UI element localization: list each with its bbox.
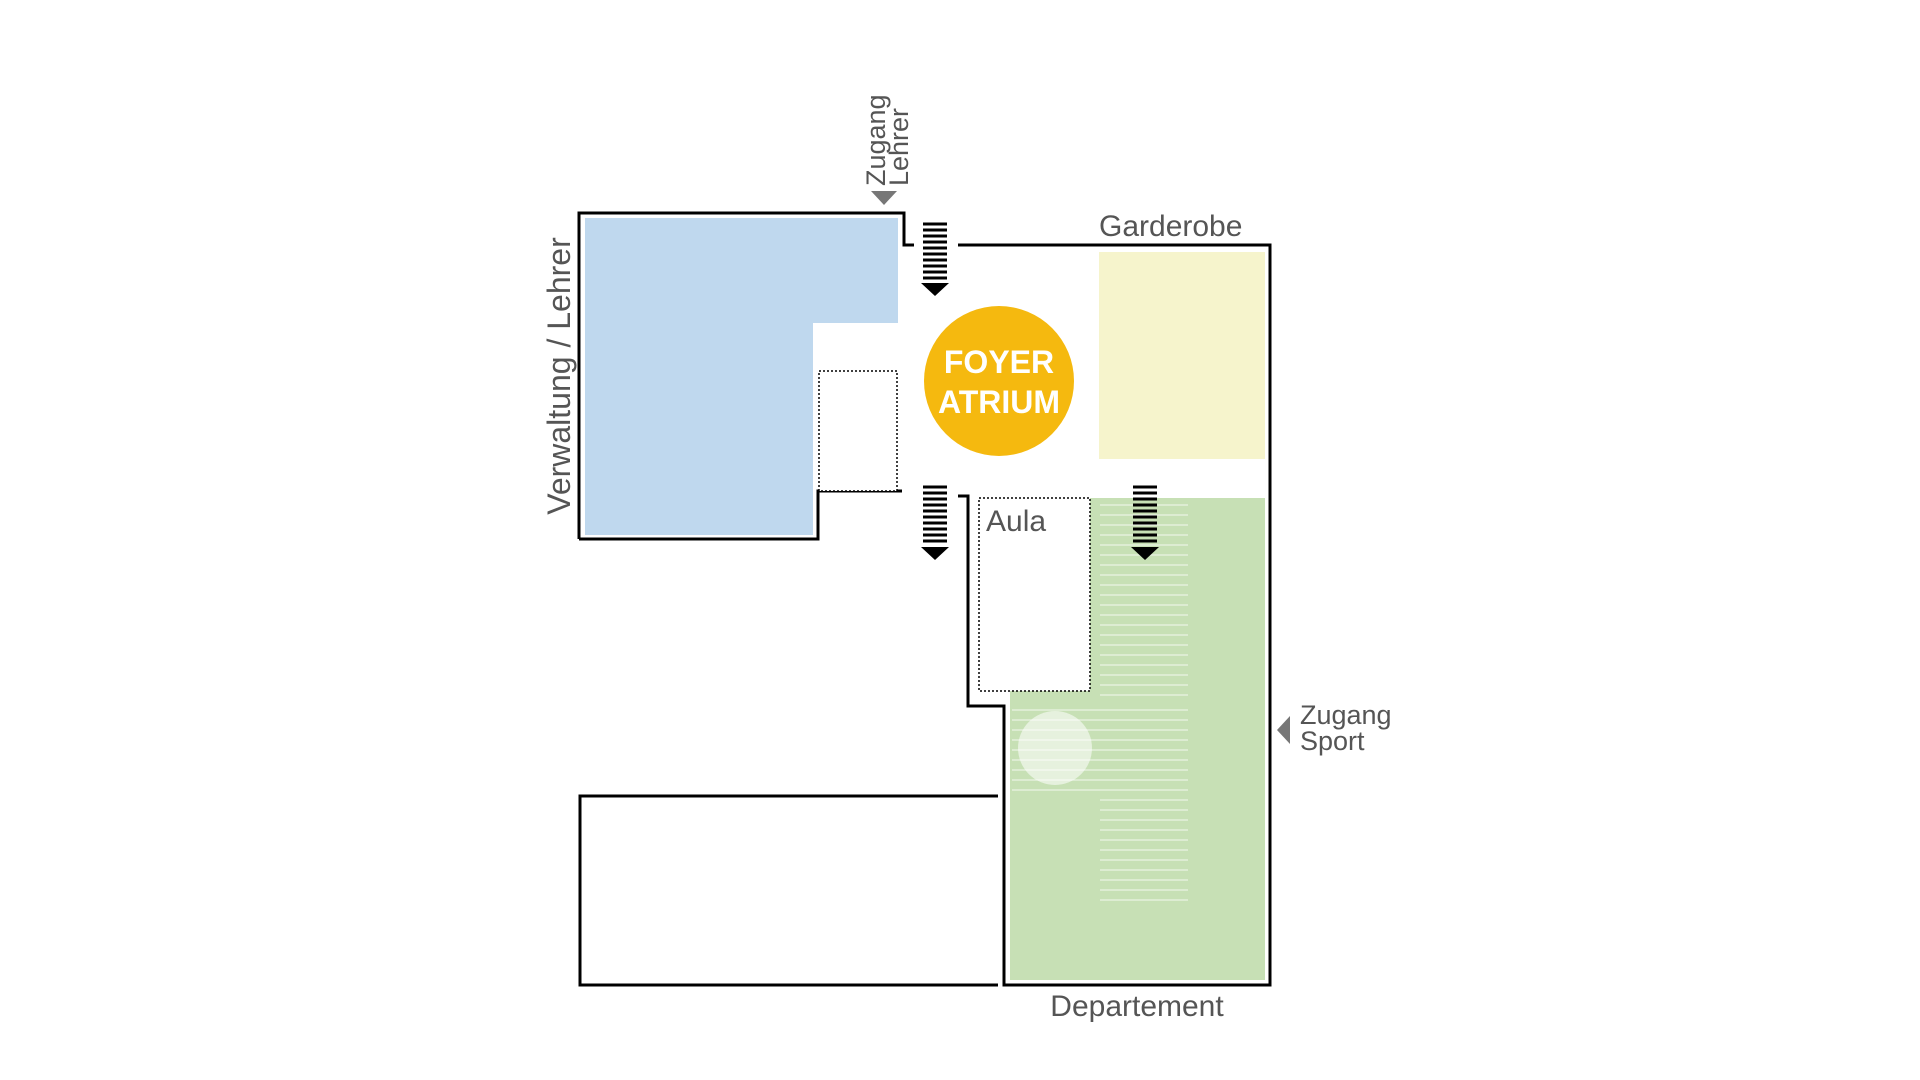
foyer-circle: [924, 306, 1074, 456]
entrance-sport: Zugang Sport: [1277, 700, 1392, 756]
area-garderobe: Garderobe: [1099, 210, 1265, 459]
foyer-atrium: FOYER ATRIUM: [924, 306, 1074, 456]
entrance-sport-line1: Zugang: [1300, 700, 1392, 730]
lower-block: [578, 794, 998, 987]
departement-label: Departement: [1050, 990, 1224, 1023]
aula-label: Aula: [986, 505, 1046, 538]
verwaltung-label: Verwaltung / Lehrer: [541, 237, 577, 515]
entrance-lehrer-line2: Lehrer: [884, 108, 914, 186]
verwaltung-fill: [585, 218, 898, 535]
stair-arrow-top: [921, 222, 949, 296]
aula-room: [978, 497, 1091, 692]
area-verwaltung: [577, 211, 914, 541]
outline-top-right: [958, 243, 1272, 987]
foyer-label-line2: ATRIUM: [938, 384, 1060, 420]
garderobe-label: Garderobe: [1099, 210, 1242, 243]
foyer-label-line1: FOYER: [944, 344, 1054, 380]
entrance-sport-line2: Sport: [1300, 726, 1365, 756]
stair-arrow-middle: [921, 485, 949, 560]
garderobe-fill: [1099, 252, 1265, 459]
area-aula: Aula: [978, 497, 1091, 692]
entrance-sport-marker-icon: [1277, 716, 1290, 744]
entrance-lehrer-marker-icon: [871, 191, 897, 205]
entrance-lehrer-line1: Zugang: [861, 94, 891, 186]
stair-room-verwaltung: [818, 370, 898, 492]
entrance-lehrer: Zugang Lehrer: [861, 94, 914, 205]
main-outline: [958, 243, 1272, 987]
light-well-circle: [1018, 711, 1092, 785]
stair-arrow-right: [1131, 485, 1159, 560]
lower-block-outline: [578, 794, 998, 987]
verwaltung-outline: [577, 211, 914, 539]
